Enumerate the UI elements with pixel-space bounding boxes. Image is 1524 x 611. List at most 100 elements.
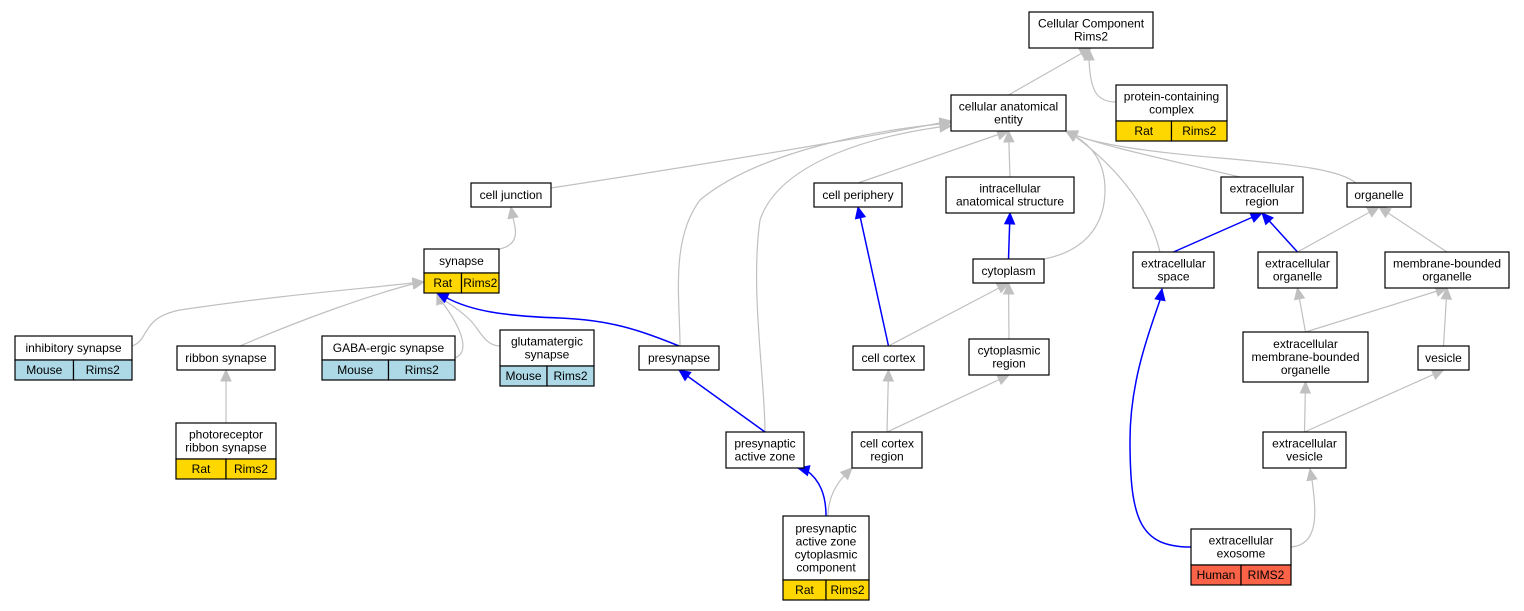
arrowhead (1083, 47, 1095, 61)
term-label: extracellular (1272, 437, 1337, 451)
term-box (972, 258, 1045, 284)
term-label: entity (994, 113, 1023, 127)
gene-cell (460, 272, 500, 294)
term-box (1346, 182, 1412, 208)
term-box (1384, 251, 1510, 289)
term-box (1115, 84, 1228, 122)
term-node-ves[interactable]: vesicle (1417, 345, 1470, 371)
edge-line (677, 122, 952, 347)
term-node-rib[interactable]: ribbon synapse (176, 345, 276, 371)
species-label: Rat (192, 462, 211, 476)
term-label: exosome (1217, 547, 1266, 561)
term-label: Cellular Component (1038, 17, 1145, 31)
term-label: cell cortex (860, 437, 914, 451)
term-box (470, 182, 552, 208)
term-node-cj[interactable]: cell junction (470, 182, 552, 208)
term-box (638, 345, 720, 371)
edge-line (550, 120, 952, 189)
edge-paz-to-cae (755, 121, 953, 433)
gene-label: Rims2 (830, 583, 864, 597)
arrowhead (1440, 286, 1453, 300)
term-box (1262, 431, 1347, 469)
species-label: Mouse (26, 363, 62, 377)
edge-exo-to-ev (1290, 467, 1318, 548)
edge-ccr-to-cr (886, 374, 1011, 433)
gene-label: Rims2 (553, 369, 587, 383)
term-label: cytoplasmic (978, 344, 1041, 358)
term-label: Rims2 (1074, 30, 1108, 44)
term-node-cyto[interactable]: cytoplasm (972, 258, 1045, 284)
arrowhead (1293, 286, 1306, 301)
arrowhead (1003, 211, 1016, 225)
gene-cell (1170, 120, 1228, 142)
term-label: active zone (735, 450, 796, 464)
edge-line (886, 374, 1010, 433)
term-label: component (796, 561, 856, 575)
species-label: Mouse (337, 363, 373, 377)
term-box (1242, 331, 1369, 383)
edge-cp-to-cae (857, 129, 1010, 184)
term-box (499, 329, 595, 367)
term-box (851, 431, 923, 469)
edge-exo-to-es (1129, 287, 1192, 548)
term-label: cell periphery (822, 188, 893, 202)
edge-mbo-to-org (1377, 206, 1448, 253)
term-label: organelle (1354, 188, 1404, 202)
arrowhead (220, 368, 232, 382)
edge-pcc-to-root (1083, 47, 1117, 103)
term-box (782, 515, 870, 581)
term-node-cp[interactable]: cell periphery (813, 182, 903, 208)
species-label: Mouse (505, 369, 541, 383)
gene-cell (387, 359, 456, 381)
gene-label: Rims2 (234, 462, 268, 476)
term-box (968, 338, 1050, 376)
edge-line (1065, 130, 1161, 253)
term-node-pre[interactable]: presynapse (638, 345, 720, 371)
edge-cr-to-cyto (1002, 281, 1015, 340)
edge-cc-to-cyto (888, 282, 1010, 347)
term-label: protein-containing (1124, 90, 1219, 104)
term-node-cc[interactable]: cell cortex (852, 345, 925, 371)
arrowhead (411, 278, 426, 290)
edge-prs-to-rib (220, 368, 232, 423)
term-node-org[interactable]: organelle (1346, 182, 1412, 208)
edge-pre-to-cae (677, 118, 953, 347)
gene-label: Rims2 (405, 363, 439, 377)
term-box (813, 182, 903, 208)
edge-line (1008, 47, 1092, 96)
term-label: synapse (439, 254, 484, 268)
term-box (1028, 11, 1154, 49)
edge-line (1304, 369, 1444, 433)
edge-line (436, 292, 501, 347)
gene-label: Rims2 (1182, 124, 1216, 138)
gene-cell (72, 359, 133, 381)
edge-pazc-to-ccr (827, 467, 853, 517)
edge-line (1378, 206, 1448, 253)
edge-cj-to-cae (550, 117, 953, 189)
edge-rib-to-syn (239, 278, 426, 347)
edge-ves-to-mbo (1440, 286, 1453, 347)
species-label: Human (1197, 568, 1236, 582)
term-label: ribbon synapse (185, 441, 267, 455)
